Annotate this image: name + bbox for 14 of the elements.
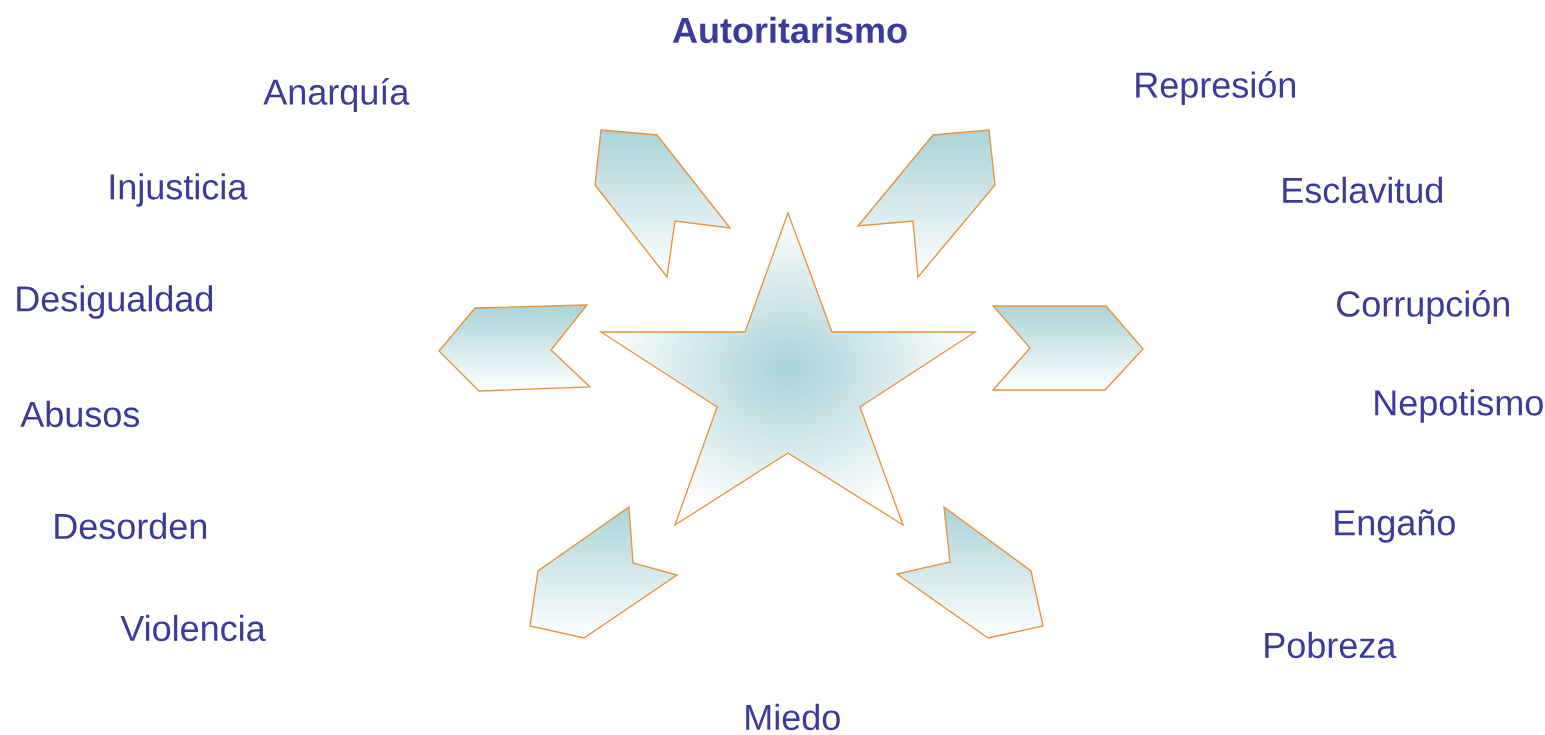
word-label: Anarquía: [263, 78, 410, 112]
word-label: Injusticia: [110, 173, 248, 207]
word-label: Desorden: [55, 512, 206, 540]
word-label: Violencia: [120, 614, 266, 642]
word-label: Corrupción: [1337, 290, 1509, 324]
word-label: Represión: [1136, 71, 1295, 105]
word-label: Pobreza: [1265, 631, 1397, 659]
word-label: Esclavitud: [1283, 176, 1442, 204]
title: Autoritarismo: [672, 16, 907, 44]
word-label: Engaño: [1335, 509, 1455, 543]
word-label: Abusos: [20, 400, 140, 428]
word-label: Nepotismo: [1375, 389, 1543, 423]
word-label: Desigualdad: [17, 285, 213, 319]
word-label: Miedo: [746, 703, 840, 731]
